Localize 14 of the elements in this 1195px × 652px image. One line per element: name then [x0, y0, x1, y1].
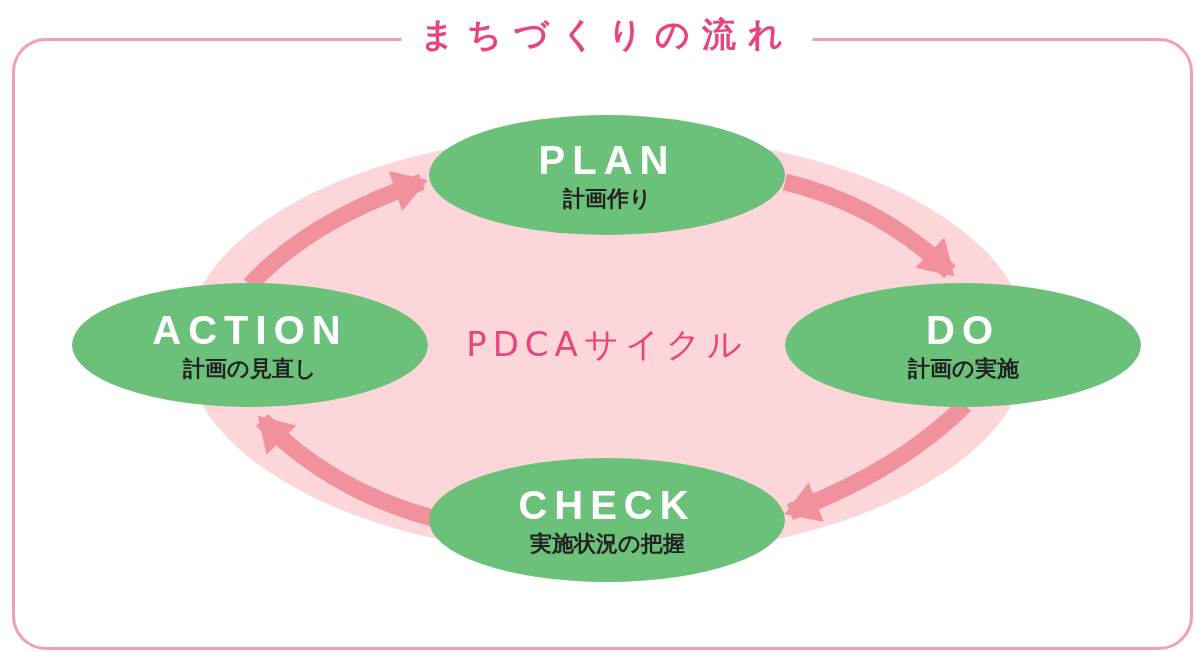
stage-title: PLAN: [538, 137, 676, 184]
stage-title: CHECK: [518, 482, 696, 529]
stage-label: 実施状況の把握: [529, 530, 685, 558]
process-ellipse: [785, 283, 1141, 407]
arrow: [782, 173, 956, 279]
process-ellipse: [429, 115, 785, 235]
stage-title: DO: [926, 307, 1000, 354]
stage-label: 計画の実施: [907, 355, 1019, 383]
process-ellipse: [429, 458, 785, 582]
center-label: PDCAサイクル: [466, 323, 748, 366]
stage-label: 計画の見直し: [183, 355, 317, 383]
stage-label: 計画作り: [562, 185, 652, 213]
stage-title: ACTION: [152, 307, 348, 354]
process-ellipse: [72, 283, 428, 407]
